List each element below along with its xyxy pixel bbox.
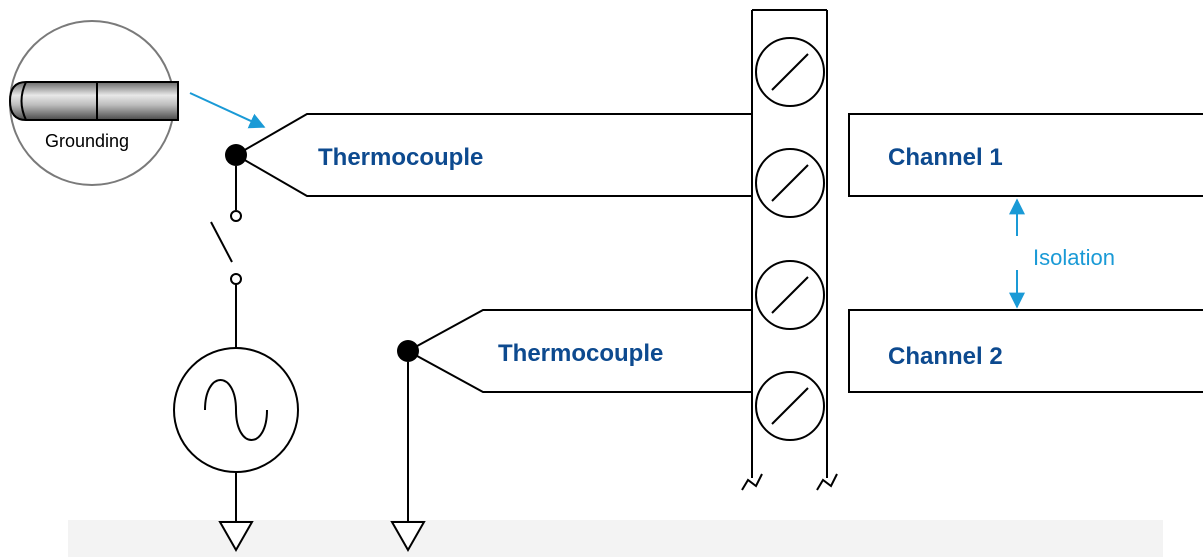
thermocouple-1: Thermocouple <box>225 113 752 197</box>
grounding-inset: Grounding <box>8 20 179 186</box>
thermocouple-1-label: Thermocouple <box>318 144 483 171</box>
isolation-indicator: Isolation <box>1009 198 1115 309</box>
left-branch <box>173 166 299 553</box>
screw-terminal-icon <box>755 260 825 330</box>
terminal-block <box>741 9 838 491</box>
channel-2-label: Channel 2 <box>888 343 1003 370</box>
junction-dot-1 <box>225 144 247 166</box>
ac-source-icon <box>173 347 299 473</box>
junction-dot-2 <box>397 340 419 362</box>
channel-2: Channel 2 <box>848 309 1203 393</box>
thermocouple-2: Thermocouple <box>390 309 752 553</box>
thermocouple-probe-icon <box>8 81 179 121</box>
screw-terminal-icon <box>755 371 825 441</box>
ground-symbol-icon <box>218 521 254 553</box>
isolation-label: Isolation <box>1033 245 1115 270</box>
pointer-arrow-icon <box>189 92 266 129</box>
switch-icon <box>210 210 242 285</box>
channel-1: Channel 1 <box>848 113 1203 197</box>
screw-terminal-icon <box>755 148 825 218</box>
grounding-label: Grounding <box>45 131 129 151</box>
channel-1-label: Channel 1 <box>888 144 1003 171</box>
ground-symbol-icon <box>390 521 426 553</box>
screw-terminal-icon <box>755 37 825 107</box>
thermocouple-2-label: Thermocouple <box>498 340 663 367</box>
